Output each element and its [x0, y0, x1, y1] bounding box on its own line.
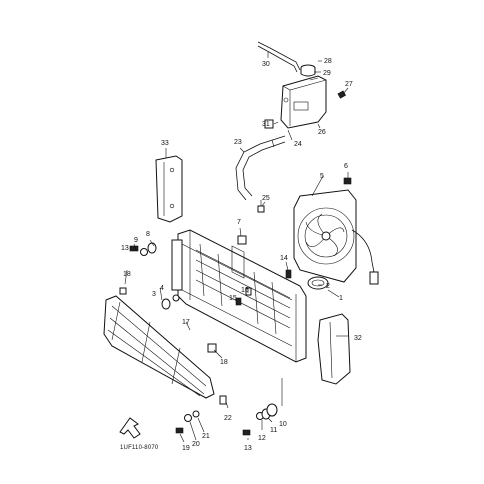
callout-18-lower: 18 — [220, 359, 228, 366]
callout-19: 19 — [182, 445, 190, 452]
grommet-7 — [237, 235, 247, 245]
callout-17: 17 — [182, 319, 190, 326]
collar-4 — [172, 294, 180, 302]
callout-22: 22 — [224, 415, 232, 422]
callout-18-upper: 18 — [123, 271, 131, 278]
callout-11: 11 — [270, 427, 277, 434]
callout-28: 28 — [324, 58, 332, 65]
leader-lines — [124, 52, 349, 443]
callout-30: 30 — [262, 61, 270, 68]
callout-21: 21 — [202, 433, 210, 440]
bolt-19 — [175, 427, 184, 434]
callout-16: 16 — [241, 287, 249, 294]
radiator-fins — [195, 243, 291, 335]
bolt-18-left — [119, 287, 127, 295]
left-shroud — [155, 155, 183, 223]
bolt-14 — [285, 269, 292, 279]
callout-20: 20 — [192, 441, 200, 448]
callout-8: 8 — [146, 231, 150, 238]
callout-labels: 1 2 3 4 5 6 7 8 9 10 11 12 13 13 14 15 1… — [121, 58, 362, 452]
bolt-15 — [235, 297, 242, 306]
bolt-13-lower — [242, 429, 251, 436]
bolt-13-left — [129, 245, 139, 252]
grommet-10 — [266, 403, 278, 417]
collar-9 — [140, 248, 148, 256]
bolt-16 — [245, 287, 252, 296]
callout-32: 32 — [354, 335, 362, 342]
callout-2: 2 — [326, 283, 330, 290]
callout-24: 24 — [294, 141, 302, 148]
callout-13-upper: 13 — [121, 245, 129, 252]
bolt-18-lower — [207, 343, 217, 353]
radiator-cap — [307, 276, 329, 290]
hose-clamp-25 — [257, 200, 265, 213]
right-shroud — [317, 313, 351, 385]
radiator-core — [171, 229, 307, 363]
callout-31: 31 — [262, 121, 270, 128]
radiator-guard — [103, 295, 215, 399]
grommet-31 — [264, 119, 274, 129]
bolt-22 — [219, 395, 227, 405]
diagram-code: 1UF110-8070 — [120, 445, 159, 451]
radiator-hose — [235, 135, 286, 201]
callout-13-lower: 13 — [244, 445, 252, 452]
callout-27: 27 — [345, 81, 353, 88]
callout-33: 33 — [161, 140, 169, 147]
grommet-20 — [184, 414, 192, 422]
overflow-hose — [257, 41, 301, 73]
fan-motor-wire — [351, 229, 379, 285]
callout-14: 14 — [280, 255, 288, 262]
callout-9: 9 — [134, 237, 138, 244]
callout-4: 4 — [160, 285, 164, 292]
callout-3: 3 — [152, 291, 156, 298]
callout-7: 7 — [237, 219, 241, 226]
callout-23: 23 — [234, 139, 242, 146]
callout-5: 5 — [320, 173, 324, 180]
callout-10: 10 — [279, 421, 287, 428]
reservoir-tank — [280, 75, 327, 129]
callout-1: 1 — [339, 295, 343, 302]
reservoir-cap — [300, 64, 316, 77]
callout-26: 26 — [318, 129, 326, 136]
collar-21 — [192, 410, 200, 418]
callout-12: 12 — [258, 435, 266, 442]
bolt-6 — [343, 177, 352, 185]
fan-blades — [305, 213, 345, 257]
callout-25: 25 — [262, 195, 270, 202]
grommet-8 — [147, 242, 157, 254]
callout-6: 6 — [344, 163, 348, 170]
grommet-3 — [161, 298, 171, 310]
clip-29 — [309, 77, 319, 81]
front-arrow-icon — [119, 417, 141, 439]
callout-15: 15 — [229, 295, 237, 302]
callout-29: 29 — [323, 70, 331, 77]
